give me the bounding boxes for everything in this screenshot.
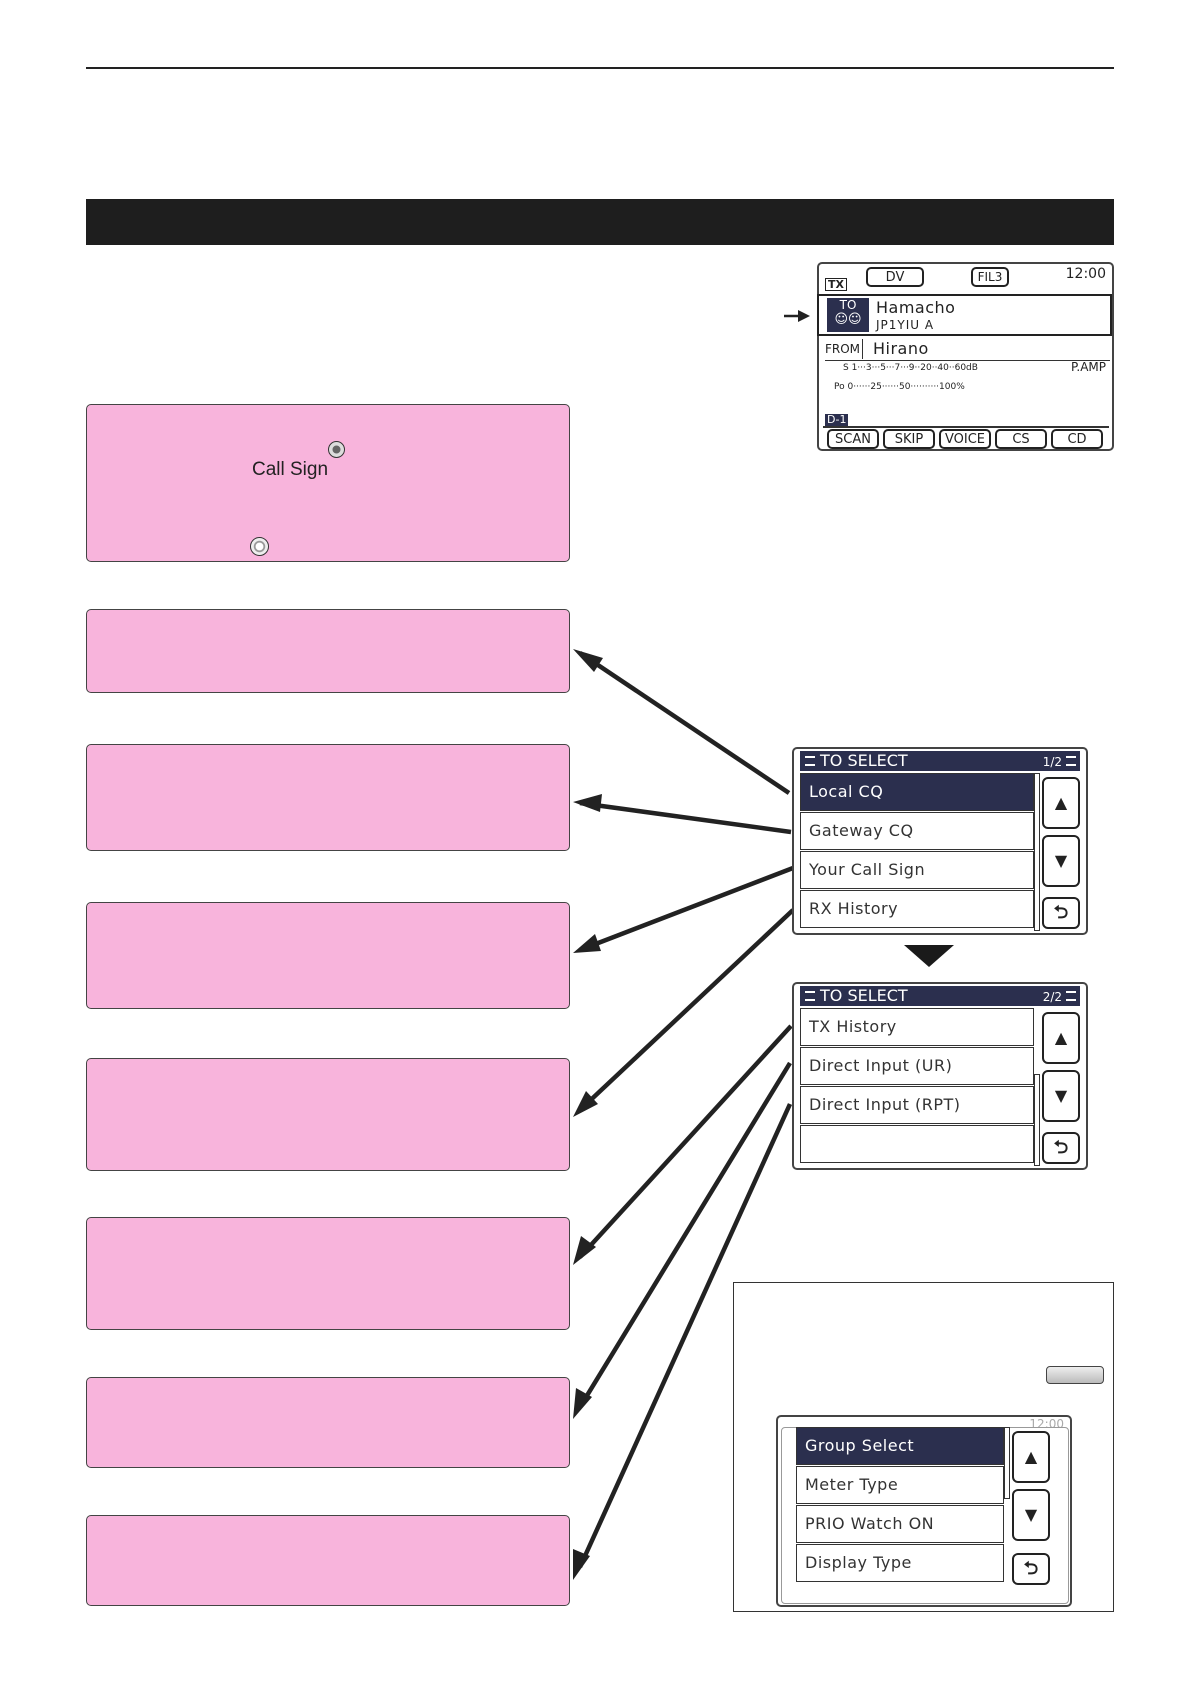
arrow-gateway-cq (579, 800, 792, 835)
step-box-local-cq (86, 609, 570, 693)
page-indicator-2: 2/2 (1042, 990, 1062, 1004)
menu-item-rx-history[interactable]: RX History (800, 890, 1034, 928)
arrow-rx-history (578, 908, 795, 1112)
from-row: FROM Hirano (825, 338, 1110, 361)
tx-badge: TX (825, 278, 847, 291)
menu-item-display-type[interactable]: Display Type (796, 1544, 1004, 1582)
arrow-your-call-sign (579, 865, 794, 953)
from-name: Hirano (873, 339, 929, 358)
menu-button-icon (250, 537, 269, 556)
call-sign-key-label: Call Sign (252, 459, 329, 480)
menu-item-tx-history[interactable]: TX History (800, 1008, 1034, 1046)
return-icon[interactable]: ⮌ (1042, 897, 1080, 929)
step-box-tx-history (86, 1217, 570, 1330)
step-box-gateway-cq (86, 744, 570, 851)
step-box-direct-input-ur (86, 1377, 570, 1468)
return-icon[interactable]: ⮌ (1012, 1553, 1050, 1585)
info-box: 12:00 Group Select Meter Type PRIO Watch… (733, 1282, 1114, 1612)
menu-item-group-select[interactable]: Group Select (796, 1427, 1004, 1465)
soft-key-divider (823, 426, 1109, 428)
to-select-header-1: TO SELECT 1/2 (800, 751, 1080, 771)
menu-lines-icon (1066, 756, 1076, 766)
menu-lines-icon (1066, 991, 1076, 1001)
menu-item-empty (800, 1125, 1034, 1163)
next-page-triangle-icon (904, 945, 954, 967)
menu-lines-icon (805, 991, 815, 1001)
scroll-down-icon[interactable]: ▼ (1042, 1070, 1080, 1122)
mode-indicator: DV (866, 267, 924, 287)
step-box-1: Call Sign (86, 404, 570, 562)
dial-knob-icon (328, 441, 345, 458)
scroll-down-icon[interactable]: ▼ (1042, 835, 1080, 887)
menu-item-direct-input-rpt[interactable]: Direct Input (RPT) (800, 1086, 1034, 1124)
header-rule (86, 67, 1114, 69)
to-select-menu-page2: TO SELECT 2/2 TX History Direct Input (U… (792, 982, 1088, 1170)
step-box-direct-input-rpt (86, 1515, 570, 1606)
step-box-rx-history (86, 1058, 570, 1171)
voice-button[interactable]: VOICE (939, 429, 991, 449)
band-tag: D-1 (825, 413, 849, 426)
group-people-icon: ☺☺ (834, 312, 862, 327)
s-meter-scale: S 1···3···5···7···9··20··40··60dB (843, 363, 978, 373)
po-meter-scale: Po 0······25······50··········100% (834, 382, 965, 392)
menu-item-local-cq[interactable]: Local CQ (800, 773, 1034, 811)
step-box-your-call-sign (86, 902, 570, 1009)
cs-button[interactable]: CS (995, 429, 1047, 449)
menu-item-direct-input-ur[interactable]: Direct Input (UR) (800, 1047, 1034, 1085)
filter-indicator: FIL3 (971, 267, 1009, 287)
from-label: FROM (825, 339, 864, 359)
scrollbar[interactable] (1034, 1074, 1040, 1166)
scrollbar[interactable] (1004, 1427, 1010, 1499)
skip-button[interactable]: SKIP (883, 429, 935, 449)
section-title-bar (86, 199, 1114, 245)
quick-key-icon (1046, 1366, 1104, 1384)
to-select-menu-page1: TO SELECT 1/2 Local CQ Gateway CQ Your C… (792, 747, 1088, 935)
to-select-title-1: TO SELECT (820, 751, 908, 770)
to-badge: TO ☺☺ (827, 298, 869, 332)
clock: 12:00 (1065, 266, 1106, 282)
cd-button[interactable]: CD (1051, 429, 1103, 449)
to-label: TO (839, 298, 857, 312)
lcd-main-display: TX DV FIL3 12:00 TO ☺☺ Hamacho JP1YIU A … (817, 262, 1114, 451)
scroll-up-icon[interactable]: ▲ (1042, 1012, 1080, 1064)
to-select-header-2: TO SELECT 2/2 (800, 986, 1080, 1006)
to-name: Hamacho (876, 298, 956, 317)
arrow-direct-ur (578, 1061, 792, 1409)
menu-item-prio-watch-on[interactable]: PRIO Watch ON (796, 1505, 1004, 1543)
scroll-up-icon[interactable]: ▲ (1042, 777, 1080, 829)
to-select-title-2: TO SELECT (820, 986, 908, 1005)
scan-button[interactable]: SCAN (827, 429, 879, 449)
scroll-down-icon[interactable]: ▼ (1012, 1489, 1050, 1541)
to-row[interactable]: TO ☺☺ Hamacho JP1YIU A (817, 294, 1112, 336)
menu-item-gateway-cq[interactable]: Gateway CQ (800, 812, 1034, 850)
scrollbar[interactable] (1034, 773, 1040, 931)
return-icon[interactable]: ⮌ (1042, 1132, 1080, 1164)
arrow-direct-rpt (577, 1103, 793, 1568)
menu-lines-icon (805, 756, 815, 766)
arrow-tx-history (578, 1024, 793, 1259)
to-callsign: JP1YIU A (876, 318, 935, 332)
menu-item-your-call-sign[interactable]: Your Call Sign (800, 851, 1034, 889)
page-indicator-1: 1/2 (1042, 755, 1062, 769)
arrow-local-cq (578, 651, 791, 795)
scroll-up-icon[interactable]: ▲ (1012, 1431, 1050, 1483)
pamp-indicator: P.AMP (1071, 360, 1106, 374)
menu-item-meter-type[interactable]: Meter Type (796, 1466, 1004, 1504)
quick-menu-display: 12:00 Group Select Meter Type PRIO Watch… (776, 1415, 1072, 1607)
